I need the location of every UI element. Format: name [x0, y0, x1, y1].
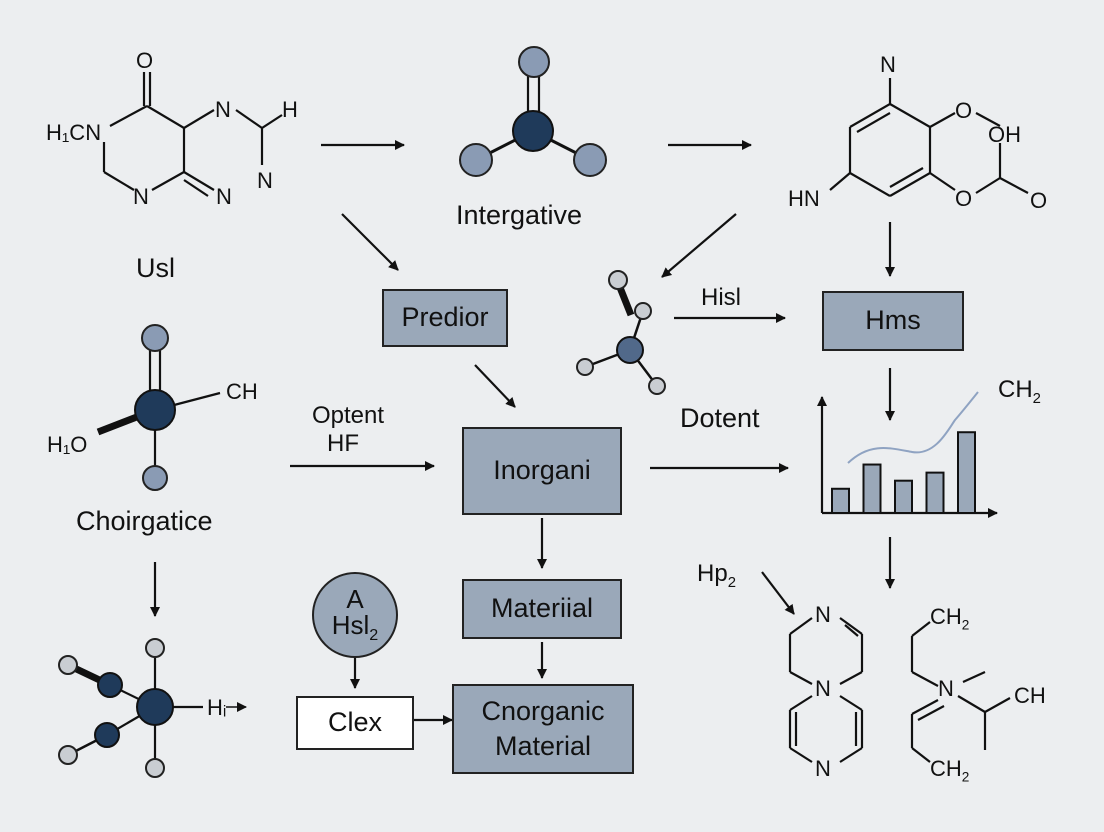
box-materiial: Materiial	[462, 579, 622, 639]
atom-o-top: O	[136, 48, 154, 73]
ball-stick-molecule-top	[459, 46, 607, 177]
chart-bar-5	[957, 431, 976, 515]
label-choirgatice: Choirgatice	[76, 506, 213, 536]
bicyclic-molecule	[102, 72, 283, 197]
box-inorgani: Inorgani	[462, 427, 622, 515]
atom-o-phenol-1: O	[955, 98, 973, 123]
label-intergative: Intergative	[456, 200, 583, 230]
ring-molecule-left	[788, 617, 864, 763]
box-clex: Clex	[296, 696, 414, 750]
atom-h1cn: H₁CN	[46, 120, 102, 145]
label-usl: Usl	[136, 253, 175, 283]
atom-h1o-left: H₁O	[47, 432, 88, 457]
label-ch2-chart: CH2	[998, 376, 1041, 407]
chart-bar-4	[925, 471, 945, 515]
box-cnorganic-line2: Material	[494, 731, 592, 761]
chart-trend-line	[847, 391, 979, 464]
atom-n-pz-mid: N	[815, 676, 831, 701]
atom-top	[518, 46, 550, 78]
circle-node-a-hsl2: A Hsl2	[312, 572, 398, 658]
atom-o-phenol-3: O	[1030, 188, 1048, 213]
hexagon-molecule	[829, 78, 1029, 197]
arrow-predior-to-inorgani	[474, 364, 516, 408]
atom-oh-phenol: OH	[988, 122, 1021, 147]
atom-ch2-right-bottom: CH2	[930, 756, 970, 785]
ball-stick-molecule-bottom-left	[58, 638, 203, 778]
atom-n-ring-bottom-mid: N	[216, 184, 232, 209]
atom-n-pz-top: N	[815, 602, 831, 627]
label-hp2: Hp2	[697, 560, 736, 591]
atom-n-right-mid: N	[938, 676, 954, 701]
atom-n-ring-bottom-left: N	[133, 184, 149, 209]
atom-h-ring: H	[282, 97, 298, 122]
atom-ch-left: CH	[226, 379, 258, 404]
box-hms: Hms	[822, 291, 964, 351]
atom-n-ring-top: N	[215, 97, 231, 122]
chart-bar-3	[894, 479, 913, 515]
box-cnorganic-material: Cnorganic Material	[452, 684, 634, 774]
label-hi: Hᵢ	[207, 695, 227, 720]
label-optent: Optent	[312, 402, 385, 429]
label-hf: HF	[327, 430, 359, 457]
label-hisl: Hisl	[701, 284, 741, 311]
bar-chart	[817, 391, 998, 518]
atom-o-phenol-2: O	[955, 186, 973, 211]
atom-n-pz-bottom: N	[815, 756, 831, 781]
atom-right	[573, 143, 607, 177]
atom-hn-phenol: HN	[788, 186, 820, 211]
atom-ch-right: CH	[1014, 683, 1046, 708]
atom-n-ring-right: N	[257, 168, 273, 193]
ring-molecule-right	[910, 621, 1011, 763]
arrow-to-predior	[341, 213, 399, 271]
chart-bar-1	[831, 487, 850, 514]
chart-bar-2	[862, 463, 882, 514]
circle-line2: Hsl2	[331, 610, 379, 645]
atom-ch2-right-top: CH2	[930, 604, 970, 633]
ball-stick-molecule-left	[96, 324, 221, 491]
atom-left	[459, 143, 493, 177]
box-predior: Predior	[382, 289, 508, 347]
arrow-hp2-to-ring	[761, 571, 795, 615]
ball-stick-molecule-middle	[576, 270, 666, 395]
atom-center	[512, 110, 554, 152]
box-cnorganic-line1: Cnorganic	[481, 695, 605, 726]
circle-line1: A	[346, 584, 364, 615]
atom-n-phenol-top: N	[880, 52, 896, 77]
arrow-to-middle-molecule	[661, 213, 737, 278]
label-dotent: Dotent	[680, 403, 760, 433]
